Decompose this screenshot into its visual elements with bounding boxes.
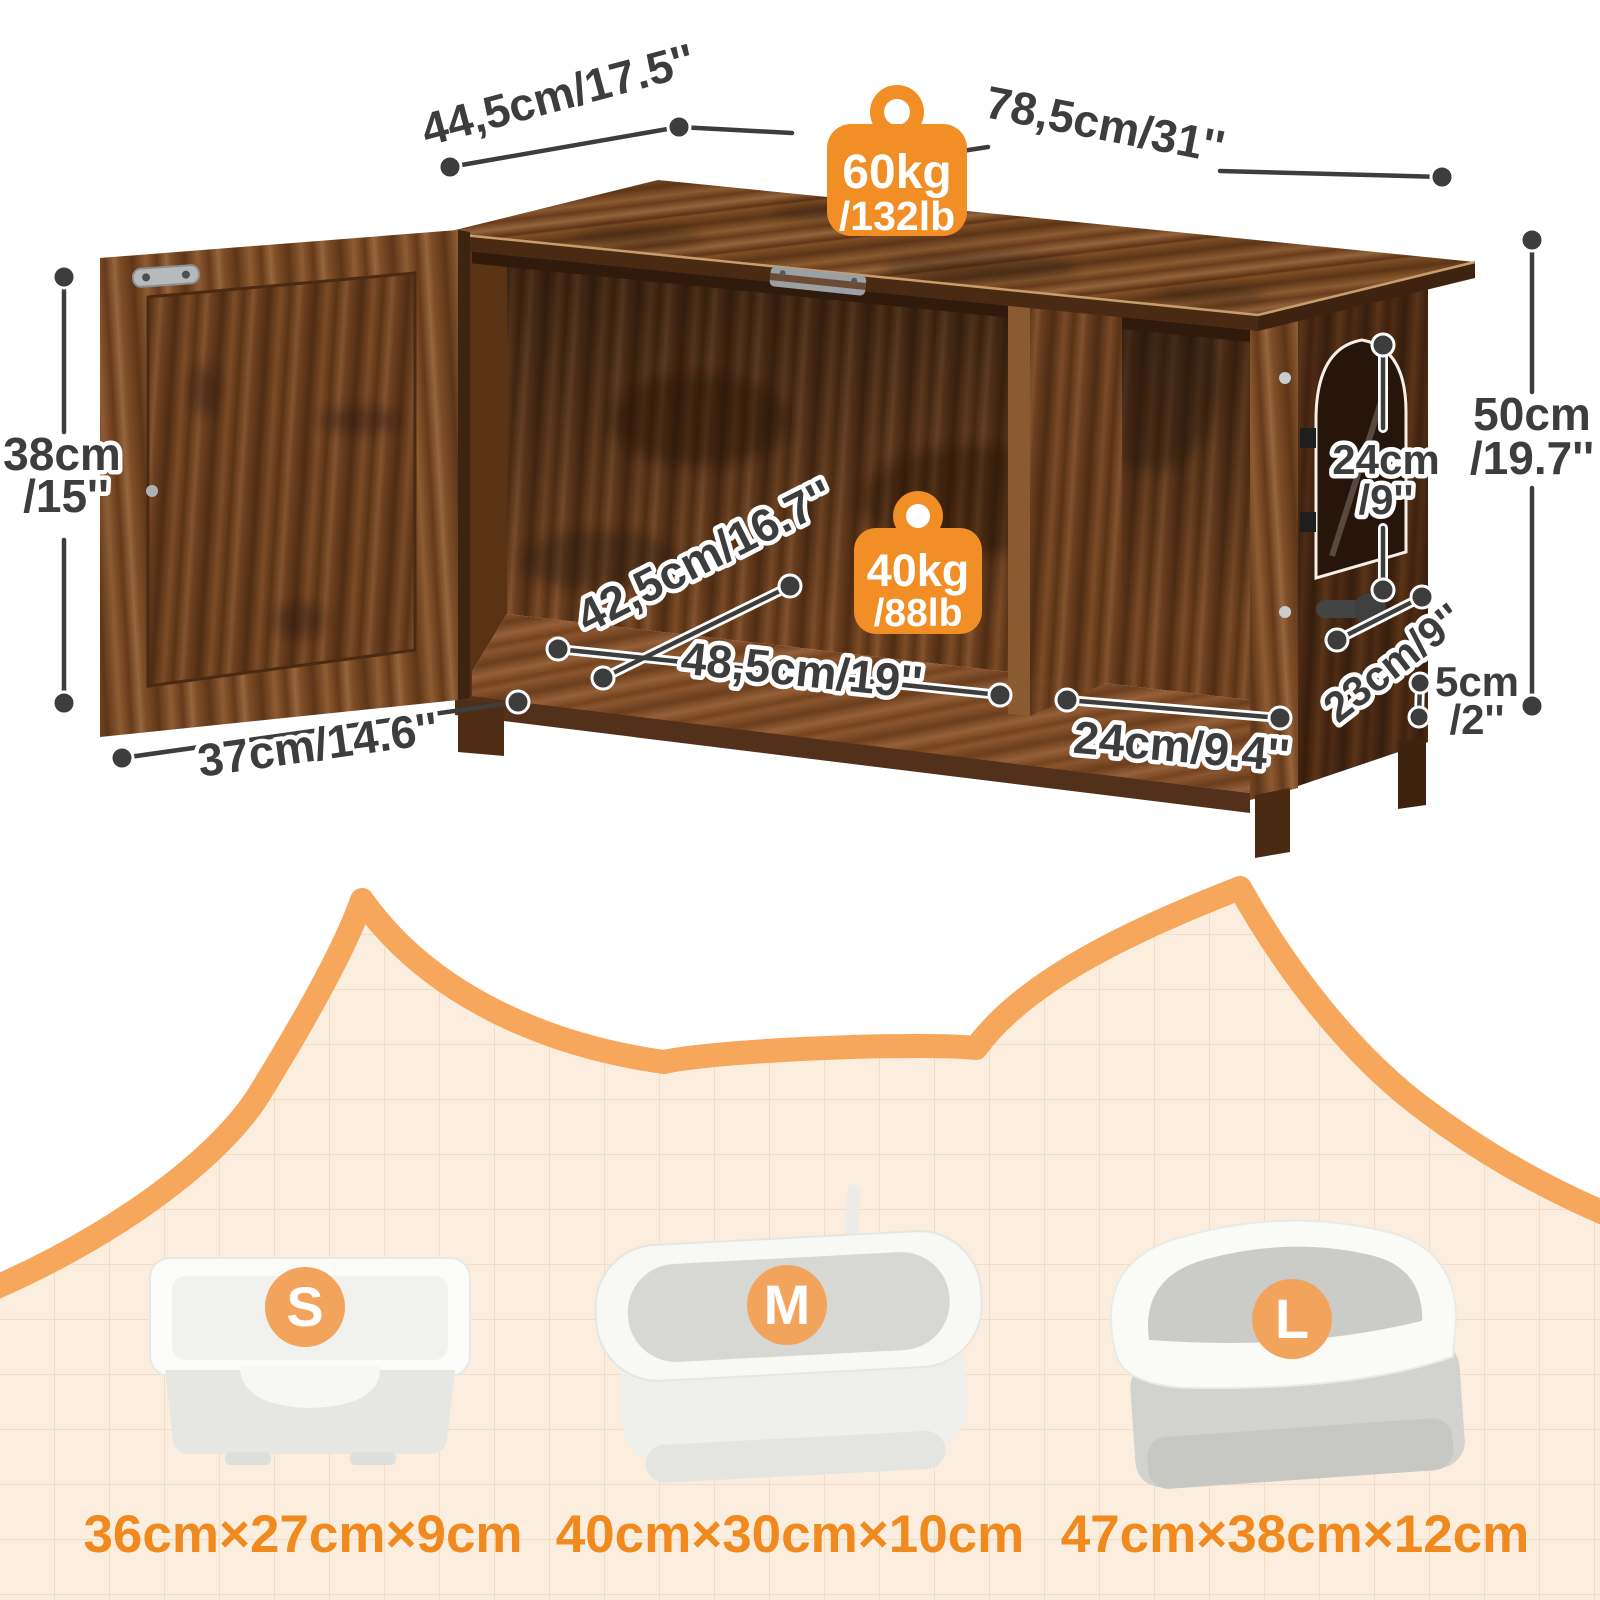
dim-overall-height-label-1: 50cm [1473, 388, 1591, 440]
weight-badge-40kg-kg: 40kg [867, 545, 970, 596]
cabinet-illustration [100, 180, 1476, 858]
size-guide-section: S M L 36cm×27cm×9cm 40cm×30cm×10cm 47cm×… [0, 876, 1600, 1600]
size-dims-l: 47cm×38cm×12cm [1061, 1505, 1530, 1564]
cabinet-front-left-leg [458, 700, 504, 756]
door-screw-icon [146, 485, 158, 497]
cabinet-left-door-open [100, 230, 470, 737]
dim-leg-height-label-1: 5cm [1435, 658, 1519, 705]
dim-leg-height-label-2: /2'' [1449, 696, 1504, 743]
hinge-screw-icon [1279, 606, 1291, 618]
door-hinge-icon [131, 264, 201, 288]
dim-cat-door-height-label-2: /9'' [1358, 476, 1413, 523]
lid-hinge-icon [769, 266, 867, 296]
weight-badge-40kg: 40kg /88lb [854, 491, 982, 635]
weight-badge-60kg-kg: 60kg [842, 146, 951, 199]
size-dims-m: 40cm×30cm×10cm [556, 1505, 1025, 1564]
size-badge-l: L [1252, 1279, 1332, 1359]
cabinet-front-right-stile [1250, 314, 1298, 800]
size-badge-m: M [747, 1265, 827, 1345]
size-badge-l-label: L [1275, 1287, 1309, 1350]
size-badge-s: S [265, 1267, 345, 1347]
size-dims-s: 36cm×27cm×9cm [83, 1505, 522, 1564]
weight-badge-60kg: 60kg /132lb [827, 85, 967, 239]
cabinet-right-back-leg [1398, 737, 1426, 809]
arch-hinge-icon [1300, 428, 1316, 448]
dim-door-height-label-2: /15'' [23, 470, 109, 522]
cabinet-right-front-leg [1255, 788, 1290, 858]
size-badge-m-label: M [764, 1273, 811, 1336]
dim-cat-door-height-label-1: 24cm [1332, 436, 1439, 483]
size-badge-s-label: S [286, 1275, 323, 1338]
weight-badge-60kg-lb: /132lb [839, 193, 955, 239]
arch-hinge-icon [1300, 512, 1316, 532]
hinge-screw-icon [1279, 372, 1291, 384]
dim-door-height-label-1: 38cm [3, 428, 121, 480]
cabinet-divider [1008, 291, 1122, 716]
weight-badge-40kg-lb: /88lb [874, 592, 963, 635]
dim-overall-height-label-2: /19.7'' [1470, 432, 1594, 484]
